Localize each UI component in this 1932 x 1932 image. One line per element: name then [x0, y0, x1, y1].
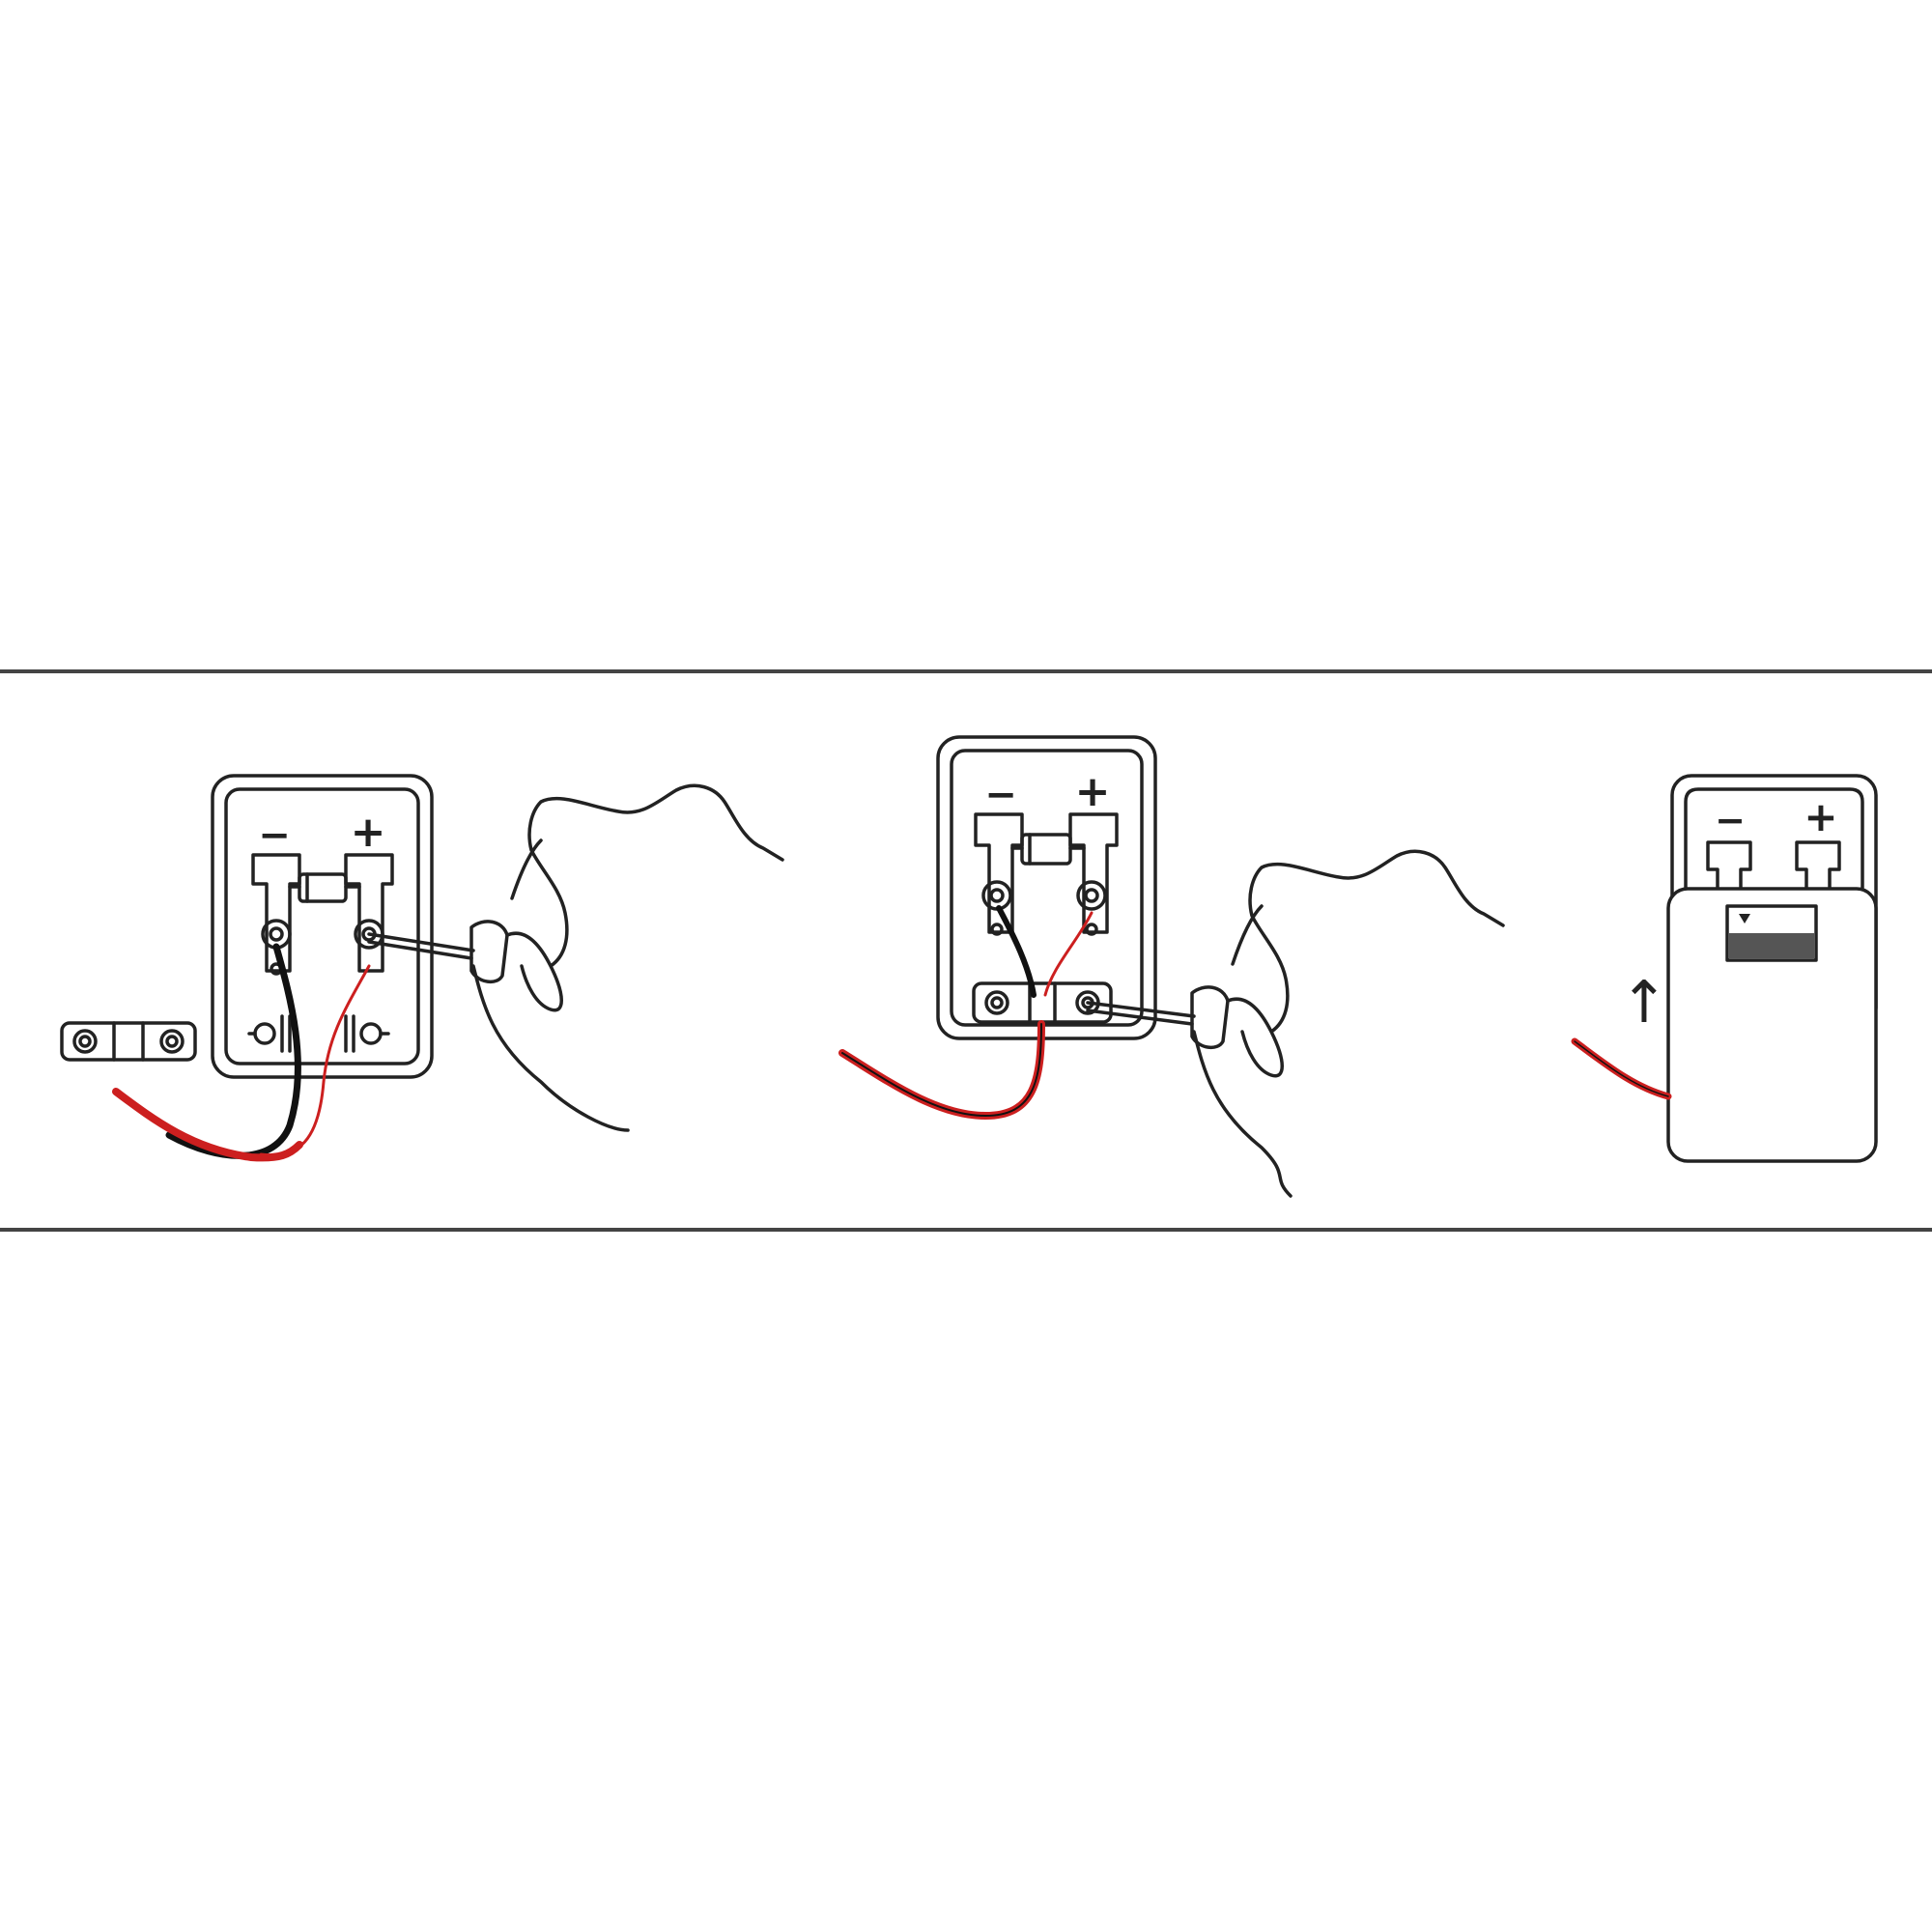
left-anchor-symbol [247, 1014, 292, 1053]
right-anchor-symbol [344, 1014, 390, 1053]
positive-wire [259, 964, 371, 1157]
negative-terminal-label: − [258, 813, 291, 858]
terminal-box-inner [224, 787, 420, 1065]
diode-component [1010, 833, 1086, 866]
negative-terminal-label: − [984, 773, 1017, 817]
negative-terminal-bracket [1706, 840, 1752, 895]
positive-terminal-label: + [351, 808, 386, 857]
cable-sheath-core [841, 1023, 1042, 1117]
negative-wire [165, 943, 301, 1159]
cable-sheath [1571, 1037, 1672, 1100]
negative-terminal-bracket [974, 812, 1024, 934]
negative-terminal-label: − [1715, 799, 1746, 841]
positive-terminal-label: + [1804, 793, 1837, 840]
cable-sheath-left [112, 1088, 303, 1162]
diode-component [288, 872, 361, 903]
negative-terminal-bracket [251, 853, 301, 973]
cover-label-window [1725, 904, 1818, 962]
step-3-attach-cover: − + ↑ [1571, 774, 1878, 1163]
terminal-box-outer [211, 774, 434, 1079]
step-2-fit-cable-clamp: − + [838, 735, 1505, 1198]
negative-wire [996, 905, 1037, 998]
positive-terminal-bracket [1068, 812, 1119, 934]
cable-sheath-core [1574, 1040, 1669, 1097]
hand-illustration [1192, 849, 1505, 1198]
terminal-box-inner [950, 749, 1144, 1027]
positive-wire [1043, 911, 1094, 997]
terminal-box-outer [936, 735, 1157, 1040]
cover-plate [1666, 887, 1878, 1163]
screwdriver-tool [367, 920, 509, 983]
positive-terminal-bracket [344, 853, 394, 973]
step-1-connect-wires: − + [60, 774, 784, 1162]
terminal-box-back-inner [1684, 787, 1864, 900]
positive-terminal-bracket [1795, 840, 1841, 895]
positive-terminal-label: + [1075, 767, 1111, 816]
hand-illustration [471, 783, 784, 1132]
positive-screw-icon [1076, 880, 1107, 936]
cable-clamp-part [60, 1021, 197, 1062]
arrow-up-icon: ↑ [1620, 969, 1668, 1037]
